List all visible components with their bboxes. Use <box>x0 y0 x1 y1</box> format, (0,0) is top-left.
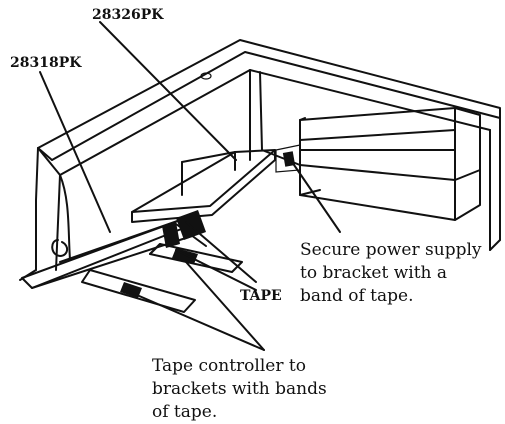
power-supply <box>299 107 481 221</box>
label-tape: TAPE <box>240 288 282 304</box>
controller-note-line-2: brackets with bands <box>152 379 327 399</box>
tape-band-left <box>162 222 180 248</box>
label-28326pk: 28326PK <box>92 7 164 23</box>
mounting-hole <box>200 72 212 80</box>
bracket-28326pk <box>131 149 276 223</box>
tape-bands <box>120 210 206 298</box>
controller-note-line-1: Tape controller to <box>152 356 306 376</box>
controller-note: Tape controller to brackets with bands o… <box>152 356 327 422</box>
power-supply-note: Secure power supply to bracket with a ba… <box>300 240 482 306</box>
power-note-line-3: band of tape. <box>300 286 414 306</box>
leader-lines <box>39 21 341 351</box>
label-28318pk: 28318PK <box>10 55 82 71</box>
controller-note-line-3: of tape. <box>152 402 217 422</box>
power-note-line-1: Secure power supply <box>300 240 482 260</box>
power-note-line-2: to bracket with a <box>300 263 447 283</box>
chassis-frame <box>19 39 501 281</box>
